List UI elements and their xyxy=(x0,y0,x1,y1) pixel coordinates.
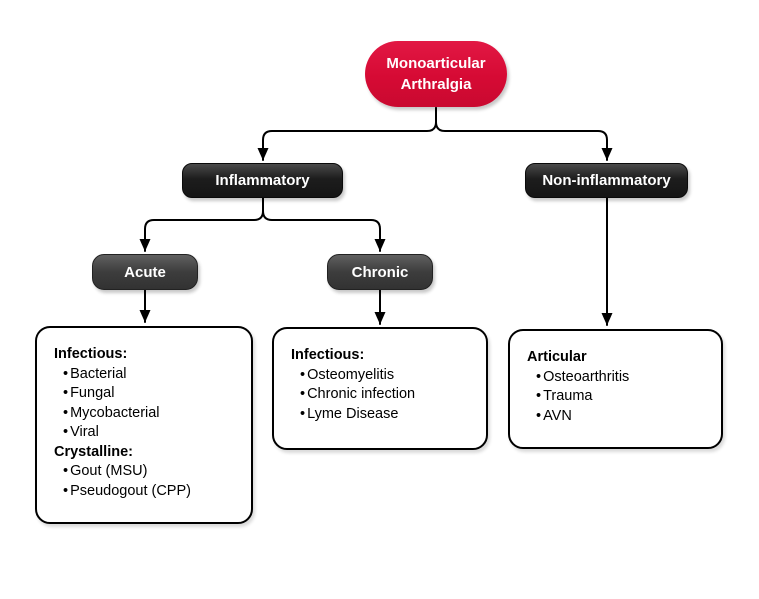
node-acute-label: Acute xyxy=(124,263,166,281)
list-item: Bacterial xyxy=(63,365,241,385)
section-item-list: Osteomyelitis Chronic infection Lyme Dis… xyxy=(291,366,476,425)
section-heading: Infectious: xyxy=(54,346,128,362)
section-infectious: Infectious: Bacterial Fungal Mycobacteri… xyxy=(54,345,241,443)
leaf-articular-causes: Articular Osteoarthritis Trauma AVN xyxy=(508,329,723,449)
section-heading: Crystalline: xyxy=(54,443,133,460)
node-non-inflammatory: Non-inflammatory xyxy=(525,163,688,198)
list-item: Chronic infection xyxy=(300,385,476,405)
list-item: Osteoarthritis xyxy=(536,368,711,388)
list-item: AVN xyxy=(536,407,711,427)
section-item-list: Osteoarthritis Trauma AVN xyxy=(527,368,711,427)
list-item: Viral xyxy=(63,423,241,443)
list-item: Gout (MSU) xyxy=(63,462,241,482)
list-item: Osteomyelitis xyxy=(300,366,476,386)
node-chronic: Chronic xyxy=(327,254,433,290)
list-item: Mycobacterial xyxy=(63,404,241,424)
connector-root-to-noninflammatory xyxy=(435,107,613,161)
node-inflammatory: Inflammatory xyxy=(182,163,343,198)
list-item: Lyme Disease xyxy=(300,405,476,425)
section-heading: Infectious: xyxy=(291,347,365,363)
list-item: Pseudogout (CPP) xyxy=(63,482,241,502)
section-crystalline: Crystalline: Gout (MSU) Pseudogout (CPP) xyxy=(54,443,241,502)
node-chronic-label: Chronic xyxy=(351,263,409,281)
section-heading: Articular xyxy=(527,349,587,365)
section-infectious: Infectious: Osteomyelitis Chronic infect… xyxy=(291,346,476,424)
connector-root-to-inflammatory xyxy=(257,107,437,161)
node-monoarticular-arthralgia: Monoarticular Arthralgia xyxy=(365,41,507,107)
section-item-list: Gout (MSU) Pseudogout (CPP) xyxy=(54,462,241,501)
connector-inflammatory-to-acute xyxy=(139,197,264,252)
leaf-chronic-causes: Infectious: Osteomyelitis Chronic infect… xyxy=(272,327,488,450)
connector-inflammatory-to-chronic xyxy=(262,197,386,252)
node-inflammatory-label: Inflammatory xyxy=(215,172,310,189)
section-item-list: Bacterial Fungal Mycobacterial Viral xyxy=(54,365,241,443)
node-monoarticular-arthralgia-label: Monoarticular Arthralgia xyxy=(386,55,486,93)
list-item: Trauma xyxy=(536,387,711,407)
leaf-acute-causes: Infectious: Bacterial Fungal Mycobacteri… xyxy=(35,326,253,524)
section-articular: Articular Osteoarthritis Trauma AVN xyxy=(527,348,711,426)
node-non-inflammatory-label: Non-inflammatory xyxy=(542,172,671,189)
node-acute: Acute xyxy=(92,254,198,290)
list-item: Fungal xyxy=(63,384,241,404)
